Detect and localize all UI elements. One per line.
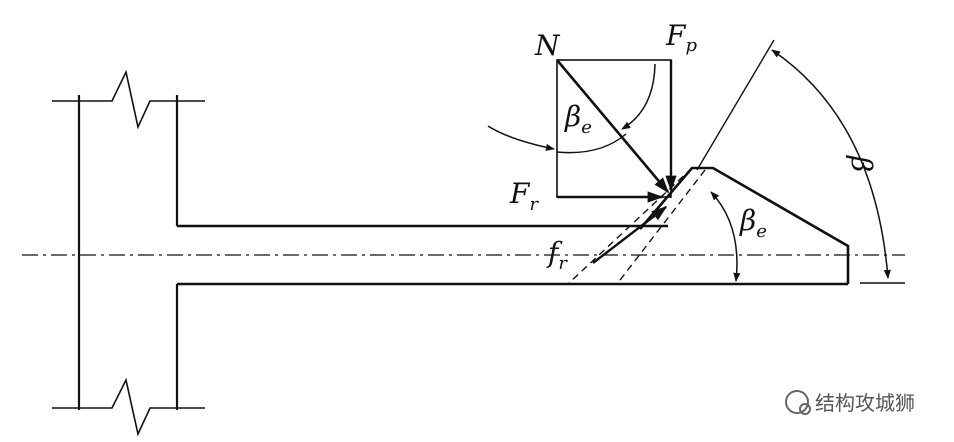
label-beta-e-wedge: βe [739,204,767,242]
beta-e-box-arc [556,133,627,154]
label-fr-main: F [509,177,531,210]
watermark-text: 结构攻城狮 [815,391,915,415]
watermark: 结构攻城狮 [785,390,915,415]
label-fp: Fp [665,19,697,56]
label-fp-main: F [665,19,687,52]
label-beta-e-box-sub: e [581,117,592,138]
bottom-break-line [52,377,205,437]
label-beta-e-box-main: β [564,100,581,133]
label-fr-sub: r [529,194,539,215]
label-beta: β [845,155,878,172]
label-friction: fr [546,236,568,274]
beta-e-wedge-arc [710,191,741,282]
label-fp-sub: p [685,35,697,56]
arc-arrow-left [487,125,555,151]
label-beta-e-wedge-main: β [739,204,756,237]
label-fr: Fr [509,177,539,215]
normal-force-arrow [556,59,670,194]
arc-arrow-top [621,63,656,130]
beta-reference-line [696,39,775,171]
friction-force-arrow [592,206,668,264]
label-friction-sub: r [558,253,568,274]
wechat-channel-icon [785,390,811,415]
top-break-line [52,69,205,130]
column-section [52,69,205,437]
label-n: N [534,29,561,62]
label-beta-e-wedge-sub: e [756,221,767,242]
beta-arc [771,49,891,279]
label-beta-e-box: βe [564,100,592,138]
